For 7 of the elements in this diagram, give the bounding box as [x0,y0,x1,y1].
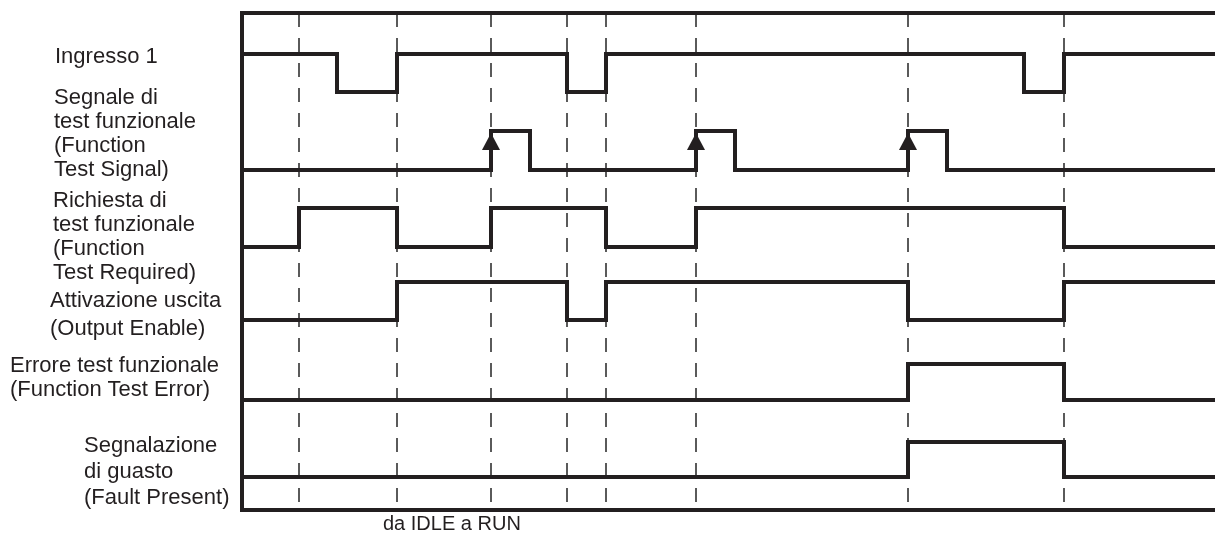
signal-name: Errore test funzionale (Function Test Error) [10,353,220,401]
signal-name: Segnale di test funzionale (Function Test Signal) [54,85,196,181]
signal-name: Attivazione uscita (Output Enable) [50,286,222,342]
signal-name: Segnalazione di guasto (Fault Present) [84,432,230,510]
signal-name: Richiesta di test funzionale (Function Test Required) [53,188,197,284]
transition-label: da IDLE a RUN [383,511,521,535]
signal-name: Ingresso 1 [55,44,158,68]
